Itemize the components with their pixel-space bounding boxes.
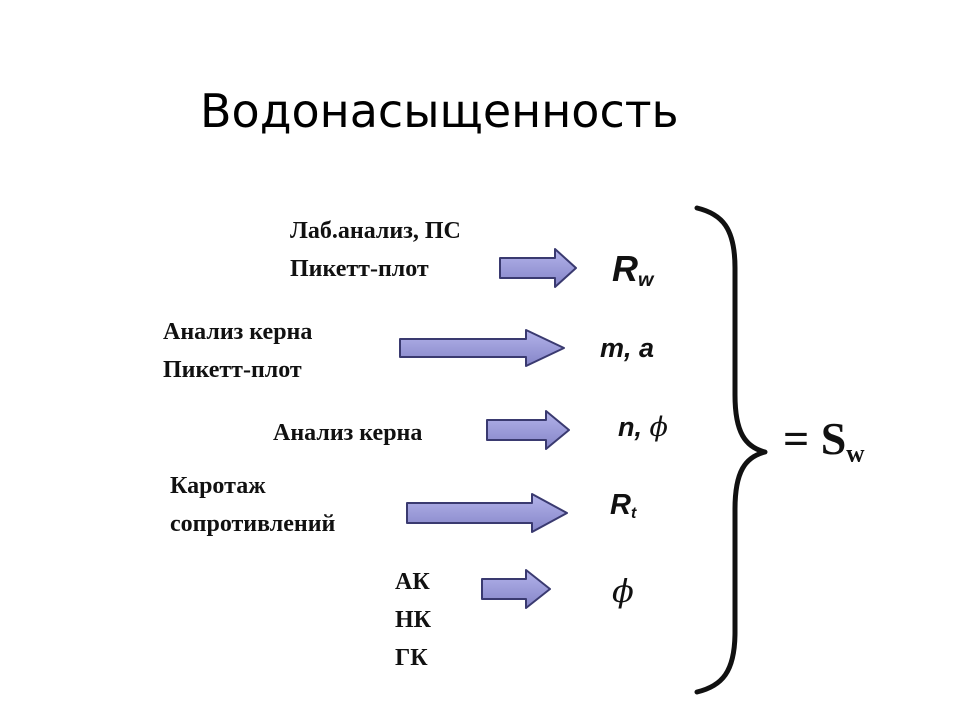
phi-icon: ϕ (612, 572, 634, 610)
page-title: Водонасыщенность (200, 84, 679, 138)
source-line: Пикетт-плот (290, 256, 429, 282)
curly-brace-icon (694, 205, 768, 695)
phi-icon: ϕ (649, 412, 668, 443)
param-symbol: R (612, 248, 638, 289)
source-line: Пикетт-плот (163, 357, 302, 383)
source-label-logs: АК НК ГК (395, 563, 431, 677)
param-subscript: t (630, 504, 637, 522)
param-symbol: n, (618, 412, 642, 442)
arrow-icon (399, 329, 565, 367)
param-rt: Rt (610, 489, 636, 523)
result-symbol: = S (783, 413, 847, 464)
source-label-core-analysis: Анализ керна (273, 414, 422, 452)
param-symbol: R (610, 489, 631, 521)
param-m-a: m, a (600, 333, 655, 363)
param-n-phi: n, ϕ (618, 412, 668, 443)
param-phi: ϕ (612, 572, 634, 610)
source-line: ГК (395, 645, 428, 671)
source-line: Каротаж (170, 473, 266, 499)
source-label-resistivity-logging: Каротаж сопротивлений (170, 467, 335, 543)
arrow-icon (499, 248, 577, 288)
arrow-icon (481, 569, 551, 609)
result-sw: = Sw (783, 412, 865, 469)
param-rw: Rw (612, 248, 653, 292)
source-line: НК (395, 607, 432, 633)
source-line: Анализ керна (163, 319, 313, 345)
source-line: сопротивлений (170, 511, 336, 537)
source-line: АК (395, 569, 430, 595)
result-subscript: w (846, 439, 865, 468)
arrow-icon (406, 493, 568, 533)
source-label-core-analysis-pickett: Анализ керна Пикетт-плот (163, 313, 312, 389)
source-line: Анализ керна (273, 420, 423, 446)
arrow-icon (486, 410, 570, 450)
param-subscript: w (638, 268, 654, 291)
source-label-lab-analysis: Лаб.анализ, ПС Пикетт-плот (290, 212, 461, 288)
source-line: Лаб.анализ, ПС (290, 218, 461, 244)
